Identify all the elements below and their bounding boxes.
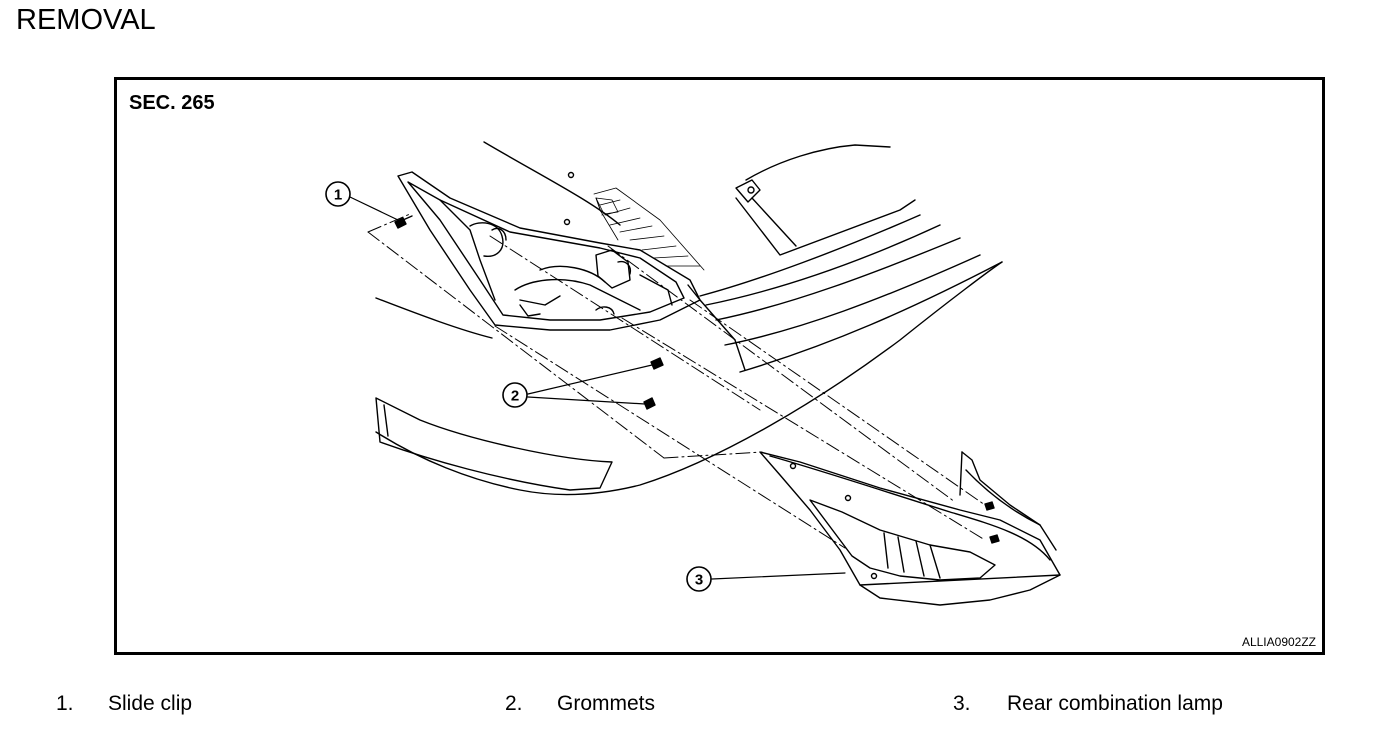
legend-number-3: 3. <box>953 692 971 715</box>
callout-number-1: 1 <box>334 187 342 204</box>
callout-marker-3 <box>686 566 712 592</box>
legend-number-1: 1. <box>56 692 74 715</box>
body-panel <box>375 141 1003 496</box>
lamp-housing-opening <box>397 171 701 331</box>
callout-number-3: 3 <box>695 572 703 589</box>
callout-leaders <box>349 196 846 580</box>
legend-item-1: 1. Slide clip <box>56 692 192 716</box>
legend-label-slide-clip: Slide clip <box>108 692 193 715</box>
figure-id: ALLIA0902ZZ <box>1241 635 1316 649</box>
legend-number-2: 2. <box>505 692 523 715</box>
alignment-lines <box>367 197 986 549</box>
page-heading: REMOVAL <box>16 4 156 36</box>
legend-label-rear-combination-lamp: Rear combination lamp <box>1007 692 1223 715</box>
callout-marker-1 <box>325 181 351 207</box>
legend-item-3: 3. Rear combination lamp <box>953 692 1223 716</box>
bumper-reflector <box>375 397 613 491</box>
section-code: SEC. 265 <box>129 92 215 114</box>
mounting-holes <box>563 171 755 226</box>
callout-marker-2 <box>502 382 528 408</box>
slide-clip <box>394 215 413 229</box>
legend-label-grommets: Grommets <box>557 692 656 715</box>
callout-number-2: 2 <box>511 388 519 405</box>
figure-frame: SEC. 265 ALLIA0902ZZ <box>114 77 1325 655</box>
seal-hatching <box>593 187 705 271</box>
grommets <box>643 357 664 410</box>
rear-combination-lamp <box>759 451 1061 606</box>
legend-item-2: 2. Grommets <box>505 692 655 716</box>
